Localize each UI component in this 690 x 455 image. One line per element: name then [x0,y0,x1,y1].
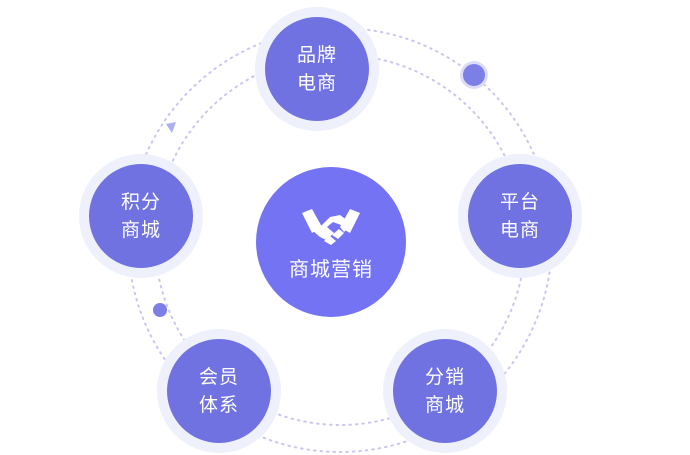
decor-dot-small [153,303,167,317]
node-brand-line1: 品牌 [296,44,337,66]
node-platform-ecommerce: 平台 电商 [458,154,582,278]
node-points-line2: 商城 [120,219,161,241]
node-distribution-line1: 分销 [424,366,465,388]
node-distribution-mall: 分销 商城 [383,329,507,453]
node-platform-line1: 平台 [499,191,540,213]
node-distribution-line2: 商城 [424,394,465,416]
center-label: 商城营销 [289,256,373,281]
node-brand-line2: 电商 [296,72,337,94]
node-member-line2: 体系 [198,394,239,416]
decor-dot-large-inner [463,64,485,86]
node-platform-line2: 电商 [499,219,540,241]
handshake-icon [302,208,360,245]
node-points-mall: 积分 商城 [79,154,203,278]
node-points-line1: 积分 [120,191,161,213]
node-member-system: 会员 体系 [157,329,281,453]
decor-triangle [166,122,176,133]
node-brand-ecommerce: 品牌 电商 [255,7,379,131]
center-hub: 商城营销 [256,167,406,317]
node-member-line1: 会员 [198,366,239,388]
